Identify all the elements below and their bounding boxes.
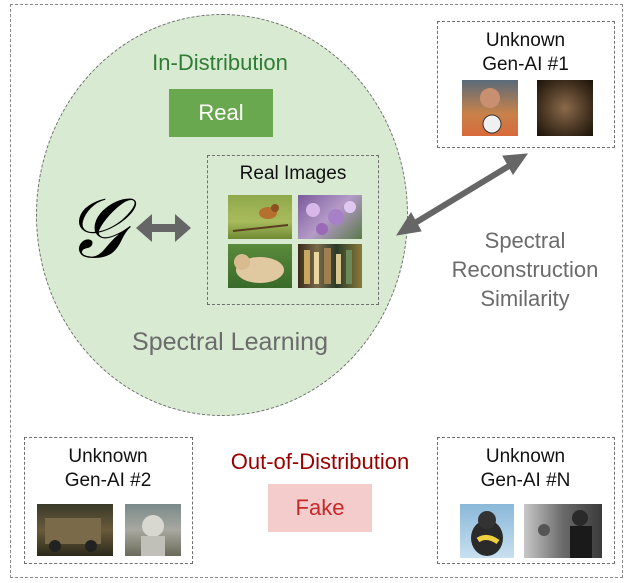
similarity-line-2: Reconstruction	[451, 257, 599, 282]
unknown-genai-1-label: Unknown Gen-AI #1	[438, 29, 613, 77]
fake-label: Fake	[295, 495, 345, 520]
unknown-genai-n-line1: Unknown	[485, 446, 566, 467]
similarity-arrow-icon	[395, 153, 529, 236]
unknown-genai-n-label: Unknown Gen-AI #N	[438, 445, 613, 493]
dog-thumbnail	[228, 244, 292, 288]
similarity-line-3: Similarity	[480, 286, 570, 311]
unknown-genai-n-box: Unknown Gen-AI #N	[437, 437, 615, 564]
gorilla-thumbnail	[460, 504, 514, 558]
flowers-thumbnail	[298, 195, 362, 239]
bookshelf-thumbnail	[298, 244, 362, 288]
in-distribution-title: In-Distribution	[152, 50, 288, 75]
spectral-reconstruction-similarity-label: Spectral Reconstruction Similarity	[425, 226, 625, 313]
unknown-genai-2-line2: Gen-AI #2	[64, 470, 152, 491]
unknown-genai-1-line2: Gen-AI #1	[482, 54, 569, 75]
diagram-frame	[10, 4, 623, 578]
unknown-genai-2-label: Unknown Gen-AI #2	[25, 445, 191, 493]
mural-thumbnail	[125, 504, 181, 556]
soccer-player-thumbnail	[462, 80, 518, 136]
out-of-distribution-title: Out-of-Distribution	[230, 449, 410, 474]
real-label-box: Real	[169, 89, 273, 137]
crowd-bw-thumbnail	[524, 504, 602, 558]
fake-label-box: Fake	[268, 484, 372, 532]
real-images-label: Real Images	[239, 163, 347, 184]
generator-symbol: 𝒢	[65, 179, 125, 277]
crowd-thumbnail	[537, 80, 593, 136]
similarity-line-1: Spectral	[484, 228, 566, 253]
vehicle-thumbnail	[37, 504, 113, 556]
unknown-genai-1-box: Unknown Gen-AI #1	[437, 21, 615, 148]
unknown-genai-2-line1: Unknown	[68, 446, 148, 467]
bird-thumbnail	[228, 195, 292, 239]
unknown-genai-2-box: Unknown Gen-AI #2	[24, 437, 193, 564]
real-label: Real	[198, 100, 244, 125]
real-images-box	[207, 155, 379, 305]
unknown-genai-1-line1: Unknown	[485, 30, 566, 51]
double-arrow-icon	[136, 214, 191, 242]
spectral-learning-label: Spectral Learning	[132, 328, 328, 356]
unknown-genai-n-line2: Gen-AI #N	[480, 470, 571, 491]
